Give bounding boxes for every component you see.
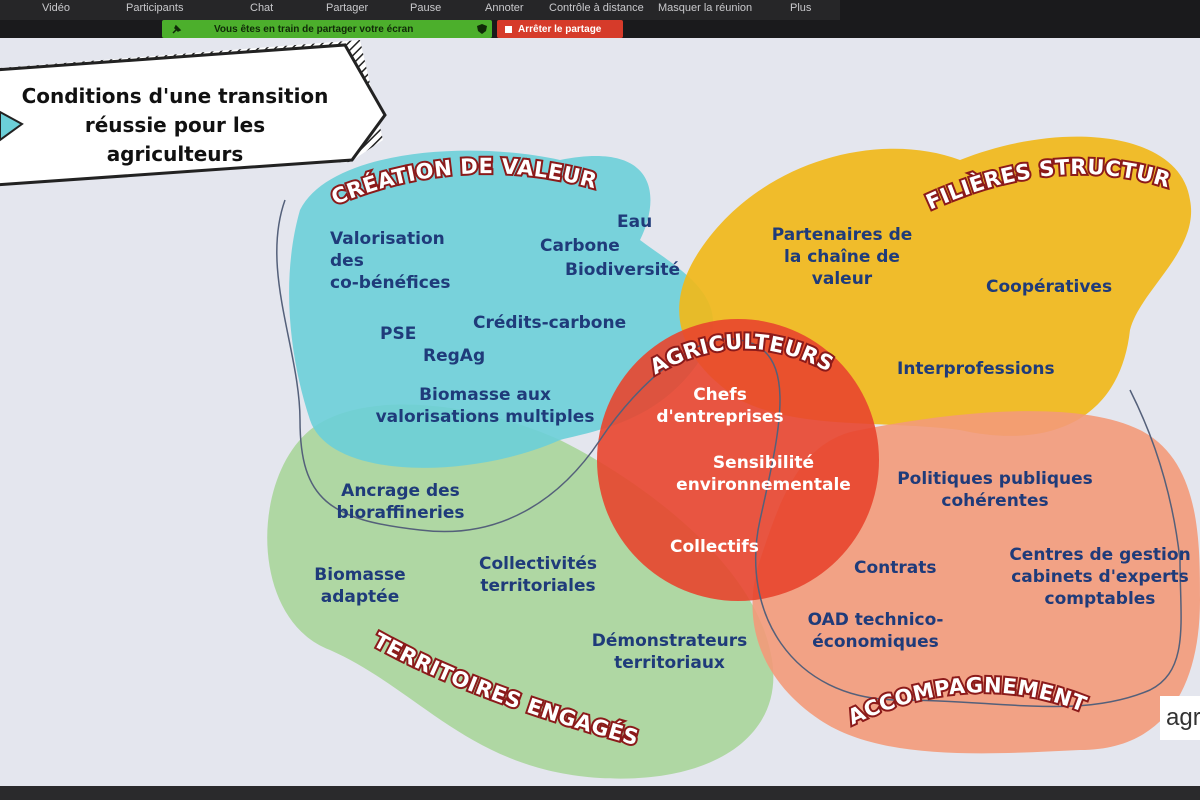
stop-sharing-label: Arrêter le partage xyxy=(518,23,602,35)
venn-diagram: CRÉATION DE VALEUR FILIÈRES STRUCTURÉES … xyxy=(0,38,1200,779)
label-credits-carbone: Crédits-carbone xyxy=(473,313,627,333)
creation-valeur-zone xyxy=(289,150,714,468)
agriculteurs-zone xyxy=(597,319,879,601)
title-banner xyxy=(0,43,387,187)
label-cooperatives: Coopératives xyxy=(986,277,1113,297)
share-status-text: Vous êtes en train de partager votre écr… xyxy=(214,23,414,35)
label-chefs-entreprises: Chefs d'entreprises xyxy=(656,385,784,427)
label-demonstrateurs: Démonstrateurs territoriaux xyxy=(591,631,748,673)
connector-line xyxy=(276,199,1182,708)
label-contrats: Contrats xyxy=(854,558,937,578)
label-sensibilite: Sensibilité environnementale xyxy=(676,453,851,495)
chat-button[interactable]: Chat xyxy=(250,2,274,14)
pin-icon[interactable] xyxy=(172,24,182,34)
label-collectifs: Collectifs xyxy=(670,537,759,557)
hide-meeting-button[interactable]: Masquer la réunion xyxy=(658,2,753,14)
video-button[interactable]: Vidéo xyxy=(42,2,70,14)
label-pse: PSE xyxy=(380,324,417,344)
label-regag: RegAg xyxy=(423,346,486,366)
shared-slide: CRÉATION DE VALEUR FILIÈRES STRUCTURÉES … xyxy=(0,38,1200,790)
annotate-button[interactable]: Annoter xyxy=(485,2,524,14)
label-collectivites: Collectivités territoriales xyxy=(478,554,598,596)
label-interprofessions: Interprofessions xyxy=(897,359,1055,379)
label-oad: OAD technico- économiques xyxy=(807,610,944,652)
stop-sharing-button[interactable]: Arrêter le partage xyxy=(497,20,623,38)
label-partenaires: Partenaires de la chaîne de valeur xyxy=(771,225,913,289)
more-button[interactable]: Plus xyxy=(790,2,812,14)
slide-title: Conditions d'une transition réussie pour… xyxy=(10,82,340,169)
slide-title-line-1: Conditions d'une transition xyxy=(21,84,329,108)
slide-title-line-3: agriculteurs xyxy=(106,142,244,166)
remote-control-button[interactable]: Contrôle à distance xyxy=(549,2,644,14)
slide-title-line-2: réussie pour les xyxy=(84,113,266,137)
share-button[interactable]: Partager xyxy=(326,2,369,14)
monitor-bezel xyxy=(0,786,1200,800)
label-biomasse-multiples: Biomasse aux valorisations multiples xyxy=(375,385,595,427)
banner-tab xyxy=(0,110,24,142)
pause-button[interactable]: Pause xyxy=(410,2,442,14)
label-biomasse-adaptee: Biomasse adaptée xyxy=(314,565,406,607)
label-centres-gestion: Centres de gestion cabinets d'experts co… xyxy=(1009,545,1191,609)
stop-icon xyxy=(505,25,512,33)
label-biodiversite: Biodiversité xyxy=(565,260,681,280)
label-eau: Eau xyxy=(617,212,653,232)
label-carbone: Carbone xyxy=(540,236,620,256)
shield-icon xyxy=(477,24,487,34)
label-politiques: Politiques publiques cohérentes xyxy=(897,469,1093,511)
participants-button[interactable]: Participants xyxy=(126,2,184,14)
screen-share-banner: Vous êtes en train de partager votre écr… xyxy=(162,20,492,38)
company-logo: agr xyxy=(1160,696,1200,740)
label-valorisation: Valorisation des co-bénéfices xyxy=(330,229,451,293)
label-ancrage: Ancrage des bioraffineries xyxy=(336,481,465,523)
meeting-toolbar: Vidéo Participants Chat Partager Pause A… xyxy=(0,0,840,20)
